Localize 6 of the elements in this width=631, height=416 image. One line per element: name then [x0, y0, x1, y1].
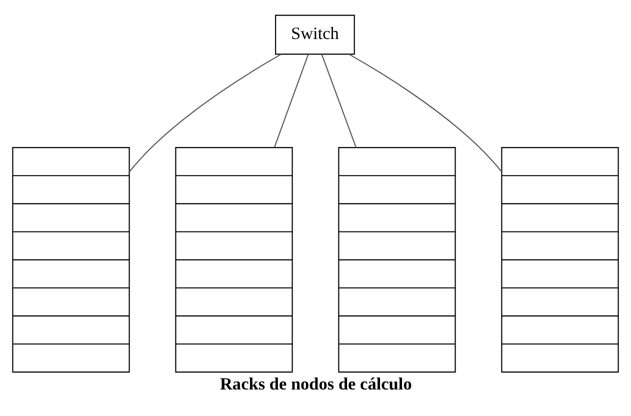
node-box: Switch — [275, 14, 355, 55]
connector — [274, 54, 309, 148]
connector — [128, 54, 282, 172]
connector — [348, 54, 502, 172]
connector — [321, 54, 357, 148]
caption: Racks de nodos de cálculo — [220, 374, 412, 394]
